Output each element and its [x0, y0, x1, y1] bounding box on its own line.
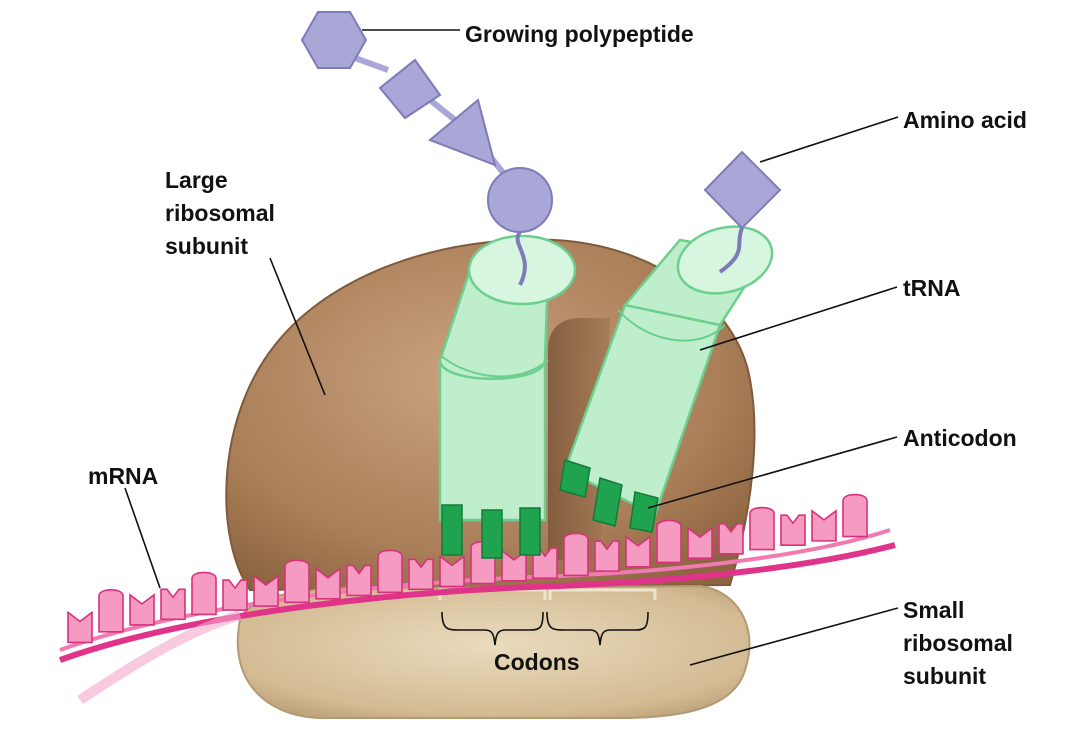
mrna-base: [439, 554, 465, 588]
mrna-base: [718, 523, 744, 555]
large-subunit-label: Large ribosomal subunit: [165, 167, 281, 259]
growing-polypeptide-label: Growing polypeptide: [465, 21, 694, 47]
amino-acid-label: Amino acid: [903, 107, 1027, 133]
mrna-base: [67, 610, 93, 644]
mrna-base: [98, 589, 124, 633]
mrna-base: [842, 493, 868, 538]
mrna-base: [253, 574, 279, 607]
codons-label: Codons: [494, 649, 580, 675]
trna-p-site: [438, 234, 577, 559]
mrna-base: [160, 588, 186, 621]
growing-polypeptide-chain: [300, 11, 553, 286]
circle-amino-acid: [487, 167, 553, 233]
triangle-amino-acid: [428, 98, 497, 167]
mrna-base: [191, 571, 217, 616]
mrna-label: mRNA: [88, 463, 158, 489]
mrna-base: [346, 564, 372, 597]
small-subunit-label: Small ribosomal subunit: [903, 597, 1019, 689]
mrna-base: [563, 532, 589, 577]
mrna-codon-teeth: [67, 493, 868, 644]
mrna-base: [222, 579, 248, 611]
anticodon-label: Anticodon: [903, 425, 1017, 451]
mrna-base: [749, 506, 775, 551]
incoming-amino-acid: [703, 150, 782, 274]
anticodon-p-3: [519, 507, 541, 556]
mrna-base: [687, 526, 713, 559]
mrna-base: [129, 593, 155, 626]
mrna-base: [811, 509, 837, 542]
mrna-base: [656, 519, 682, 564]
mrna-base: [377, 549, 403, 594]
diamond-amino-acid: [378, 58, 442, 120]
leader-lines: [124, 29, 899, 666]
mrna-base: [594, 540, 620, 572]
mrna-base: [625, 535, 651, 568]
mrna-base: [780, 514, 806, 546]
mrna-base: [284, 559, 310, 604]
mrna-base: [315, 567, 341, 600]
trna-label: tRNA: [903, 275, 961, 301]
codon-braces: [441, 611, 649, 646]
anticodon-a-2: [592, 477, 623, 527]
mrna-base: [408, 558, 434, 591]
anticodon-p-1: [441, 504, 463, 556]
anticodon-a-1: [559, 459, 591, 498]
anticodon-p-2: [481, 509, 503, 559]
anticodon-a-3: [629, 491, 659, 533]
hexagon-amino-acid: [300, 11, 368, 69]
